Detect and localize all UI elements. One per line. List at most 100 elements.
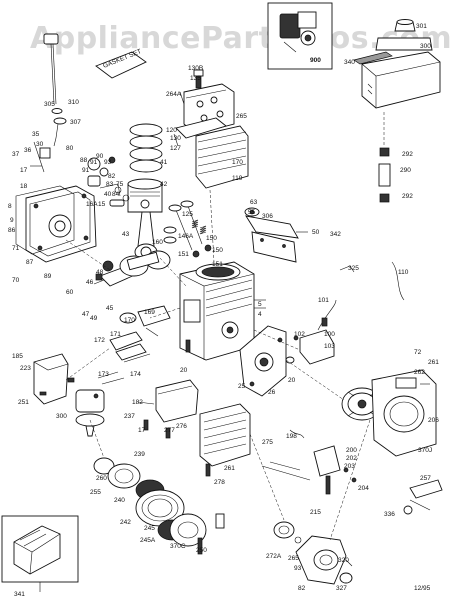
- part-label: 151: [212, 261, 223, 268]
- part-label: 262: [414, 369, 425, 376]
- part-label: 320: [338, 557, 349, 564]
- part-label: 185: [12, 353, 23, 360]
- part-label: 90: [96, 153, 104, 160]
- part-label: 103: [324, 343, 335, 350]
- part-label: 40: [104, 191, 112, 198]
- part-label: 50: [312, 229, 320, 236]
- part-label: 206: [428, 417, 439, 424]
- part-label: 37: [12, 151, 20, 158]
- part-label: 75: [116, 181, 124, 188]
- flywheel: [341, 387, 383, 421]
- part-label: 261: [428, 359, 439, 366]
- part-label: 261: [224, 465, 235, 472]
- governor-parts: [30, 141, 121, 197]
- fuel-tank-area: [137, 379, 199, 439]
- part-label: 82: [108, 173, 116, 180]
- part-label: 63: [250, 199, 258, 206]
- part-label: 275: [262, 439, 273, 446]
- part-label: 91: [82, 167, 90, 174]
- part-label: 18: [20, 183, 28, 190]
- part-label: 305: [44, 101, 55, 108]
- part-label: 416: [0, 0, 11, 2]
- guide-lines: [65, 189, 405, 541]
- part-label: 306: [262, 213, 273, 220]
- part-label: 370J: [418, 447, 432, 454]
- part-label: 150: [206, 235, 217, 242]
- part-label: 198: [286, 433, 297, 440]
- part-label: 245: [144, 525, 155, 532]
- part-label: 327: [336, 585, 347, 592]
- crankcase-cover: [15, 185, 97, 263]
- part-label: 265: [288, 555, 299, 562]
- part-label: 101: [318, 297, 329, 304]
- part-label: 55: [248, 209, 256, 216]
- part-label: 46: [86, 279, 94, 286]
- part-label: 82: [298, 585, 306, 592]
- part-label: 127: [170, 145, 181, 152]
- part-labels: 301300340292290292310305307130B135264A26…: [0, 0, 439, 598]
- part-label: 264A: [166, 91, 182, 98]
- part-label: 200: [346, 447, 357, 454]
- part-label: 160: [152, 239, 163, 246]
- part-label: 130B: [188, 65, 203, 72]
- part-label: 342: [330, 231, 341, 238]
- part-label: 119: [232, 175, 243, 182]
- part-label: 292: [402, 193, 413, 200]
- inset-label-900: 900: [310, 57, 321, 64]
- part-label: 71: [12, 245, 20, 252]
- part-label: 260: [96, 475, 107, 482]
- part-label: 239: [134, 451, 145, 458]
- ignition-coil: [293, 299, 337, 365]
- inset-box-416: [1, 515, 79, 592]
- part-label: 255: [90, 489, 101, 496]
- part-label: 174: [130, 371, 141, 378]
- part-label: 20: [180, 367, 188, 374]
- part-label: 110: [398, 269, 409, 276]
- part-label: 45: [106, 305, 114, 312]
- part-label: 5: [258, 301, 262, 308]
- part-label: 87: [26, 259, 34, 266]
- part-label: 370C: [170, 543, 186, 550]
- part-label: 300: [56, 413, 67, 420]
- carburetor: [33, 353, 105, 437]
- intake-parts: [97, 305, 171, 385]
- gear-cover: [273, 521, 353, 585]
- part-label: 277: [164, 427, 175, 434]
- part-label: 292: [402, 151, 413, 158]
- part-label: 215: [310, 509, 321, 516]
- part-label: 70: [12, 277, 20, 284]
- part-label: 93: [104, 159, 112, 166]
- part-label: 251: [18, 399, 29, 406]
- part-label: 278: [214, 479, 225, 486]
- part-label: 276: [176, 423, 187, 430]
- part-label: 223: [20, 365, 31, 372]
- engine-block: [179, 261, 266, 361]
- date-code: 12/95: [414, 585, 431, 592]
- bracket-336: [403, 479, 443, 515]
- part-label: 4: [258, 311, 262, 318]
- part-label: 340: [344, 59, 355, 66]
- part-label: 41: [160, 159, 168, 166]
- part-label: 171: [110, 331, 121, 338]
- blower-housing: [371, 369, 437, 457]
- cylinder-head: [173, 69, 249, 189]
- part-label: 170: [232, 159, 243, 166]
- part-label: 151: [178, 251, 189, 258]
- part-label: 17: [20, 167, 28, 174]
- part-label: 93: [294, 565, 302, 572]
- part-label: 325: [348, 265, 359, 272]
- part-label: 130: [170, 135, 181, 142]
- part-label: 237: [124, 413, 135, 420]
- crankshaft: [93, 250, 171, 287]
- part-label: 20: [288, 377, 296, 384]
- part-label: 150: [212, 247, 223, 254]
- part-label: 301: [416, 23, 427, 30]
- part-label: 17: [138, 427, 146, 434]
- part-label: 16A: [86, 201, 98, 208]
- dipstick-assembly: GASKET SET: [43, 33, 147, 147]
- part-label: 310: [68, 99, 79, 106]
- part-label: 72: [414, 349, 422, 356]
- inset-box-900: 900: [267, 2, 333, 70]
- part-label: 170: [124, 317, 135, 324]
